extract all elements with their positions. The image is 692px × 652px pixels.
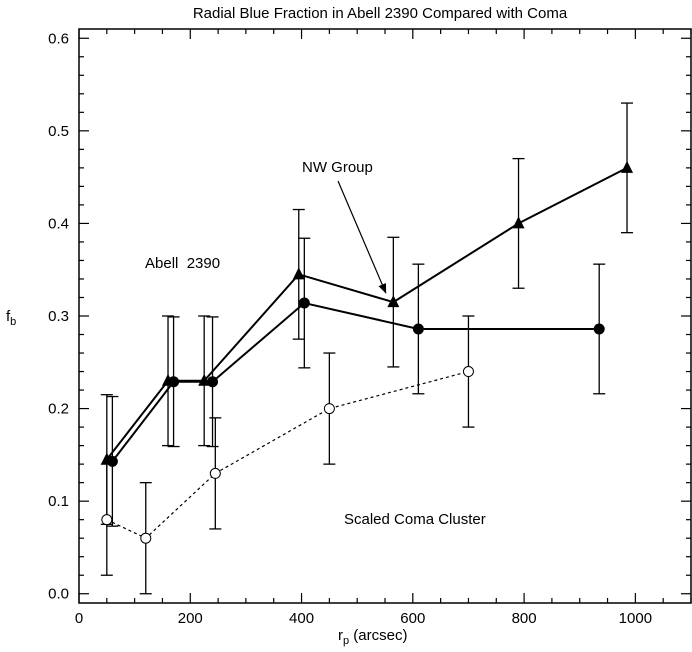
annotation-abell-2390: Abell 2390 [145,255,220,272]
data-point-open-circle [323,403,335,415]
annotation-nw-group: NW Group [302,159,373,176]
x-axis-label-suffix: (arcsec) [349,627,407,644]
annotation-scaled-coma-cluster: Scaled Coma Cluster [344,511,486,528]
data-point-circle [207,376,219,388]
y-tick-label: 0.5 [48,123,69,140]
data-point-open-circle [462,366,474,378]
y-tick-label: 0.0 [48,586,69,603]
series-layer [100,102,634,595]
axes: 0 200 400 600 800 1000 0.0 0.1 0.2 0.3 0.4 0.5 0.6 [48,29,692,627]
data-point-triangle [292,267,305,280]
data-point-triangle [621,160,634,173]
data-point-circle [168,376,180,388]
y-axis-label-sub: b [10,316,16,328]
y-tick-label: 0.3 [48,308,69,325]
x-tick-label: 800 [512,610,537,627]
x-tick-label: 200 [178,610,203,627]
data-point-triangle [512,216,525,229]
annotation-nw-group-arrow [337,180,387,294]
y-axis-label-main: f [6,308,11,325]
data-point-open-circle [140,532,152,544]
x-tick-label: 0 [75,610,83,627]
data-point-circle [106,455,118,467]
y-tick-label: 0.1 [48,493,69,510]
x-tick-label: 600 [400,610,425,627]
x-axis-label-sub: p [343,635,349,647]
data-point-circle [412,323,424,335]
data-point-circle [593,323,605,335]
data-point-circle [298,297,310,309]
data-point-triangle [387,295,400,308]
y-axis-label: fb [6,308,16,328]
y-tick-label: 0.4 [48,215,69,232]
x-tick-label: 1000 [619,610,652,627]
series-circle-filled [106,237,606,527]
chart-title: Radial Blue Fraction in Abell 2390 Compa… [193,5,568,22]
series-line [106,166,628,461]
y-tick-label: 0.6 [48,30,69,47]
x-tick-label: 400 [289,610,314,627]
y-tick-label: 0.2 [48,401,69,418]
series-line [111,301,600,462]
data-point-open-circle [209,467,221,479]
x-axis-label-main: r [338,627,343,644]
series-circle-open [100,315,475,595]
data-point-open-circle [101,514,113,526]
x-axis-label: rp (arcsec) [338,627,407,647]
